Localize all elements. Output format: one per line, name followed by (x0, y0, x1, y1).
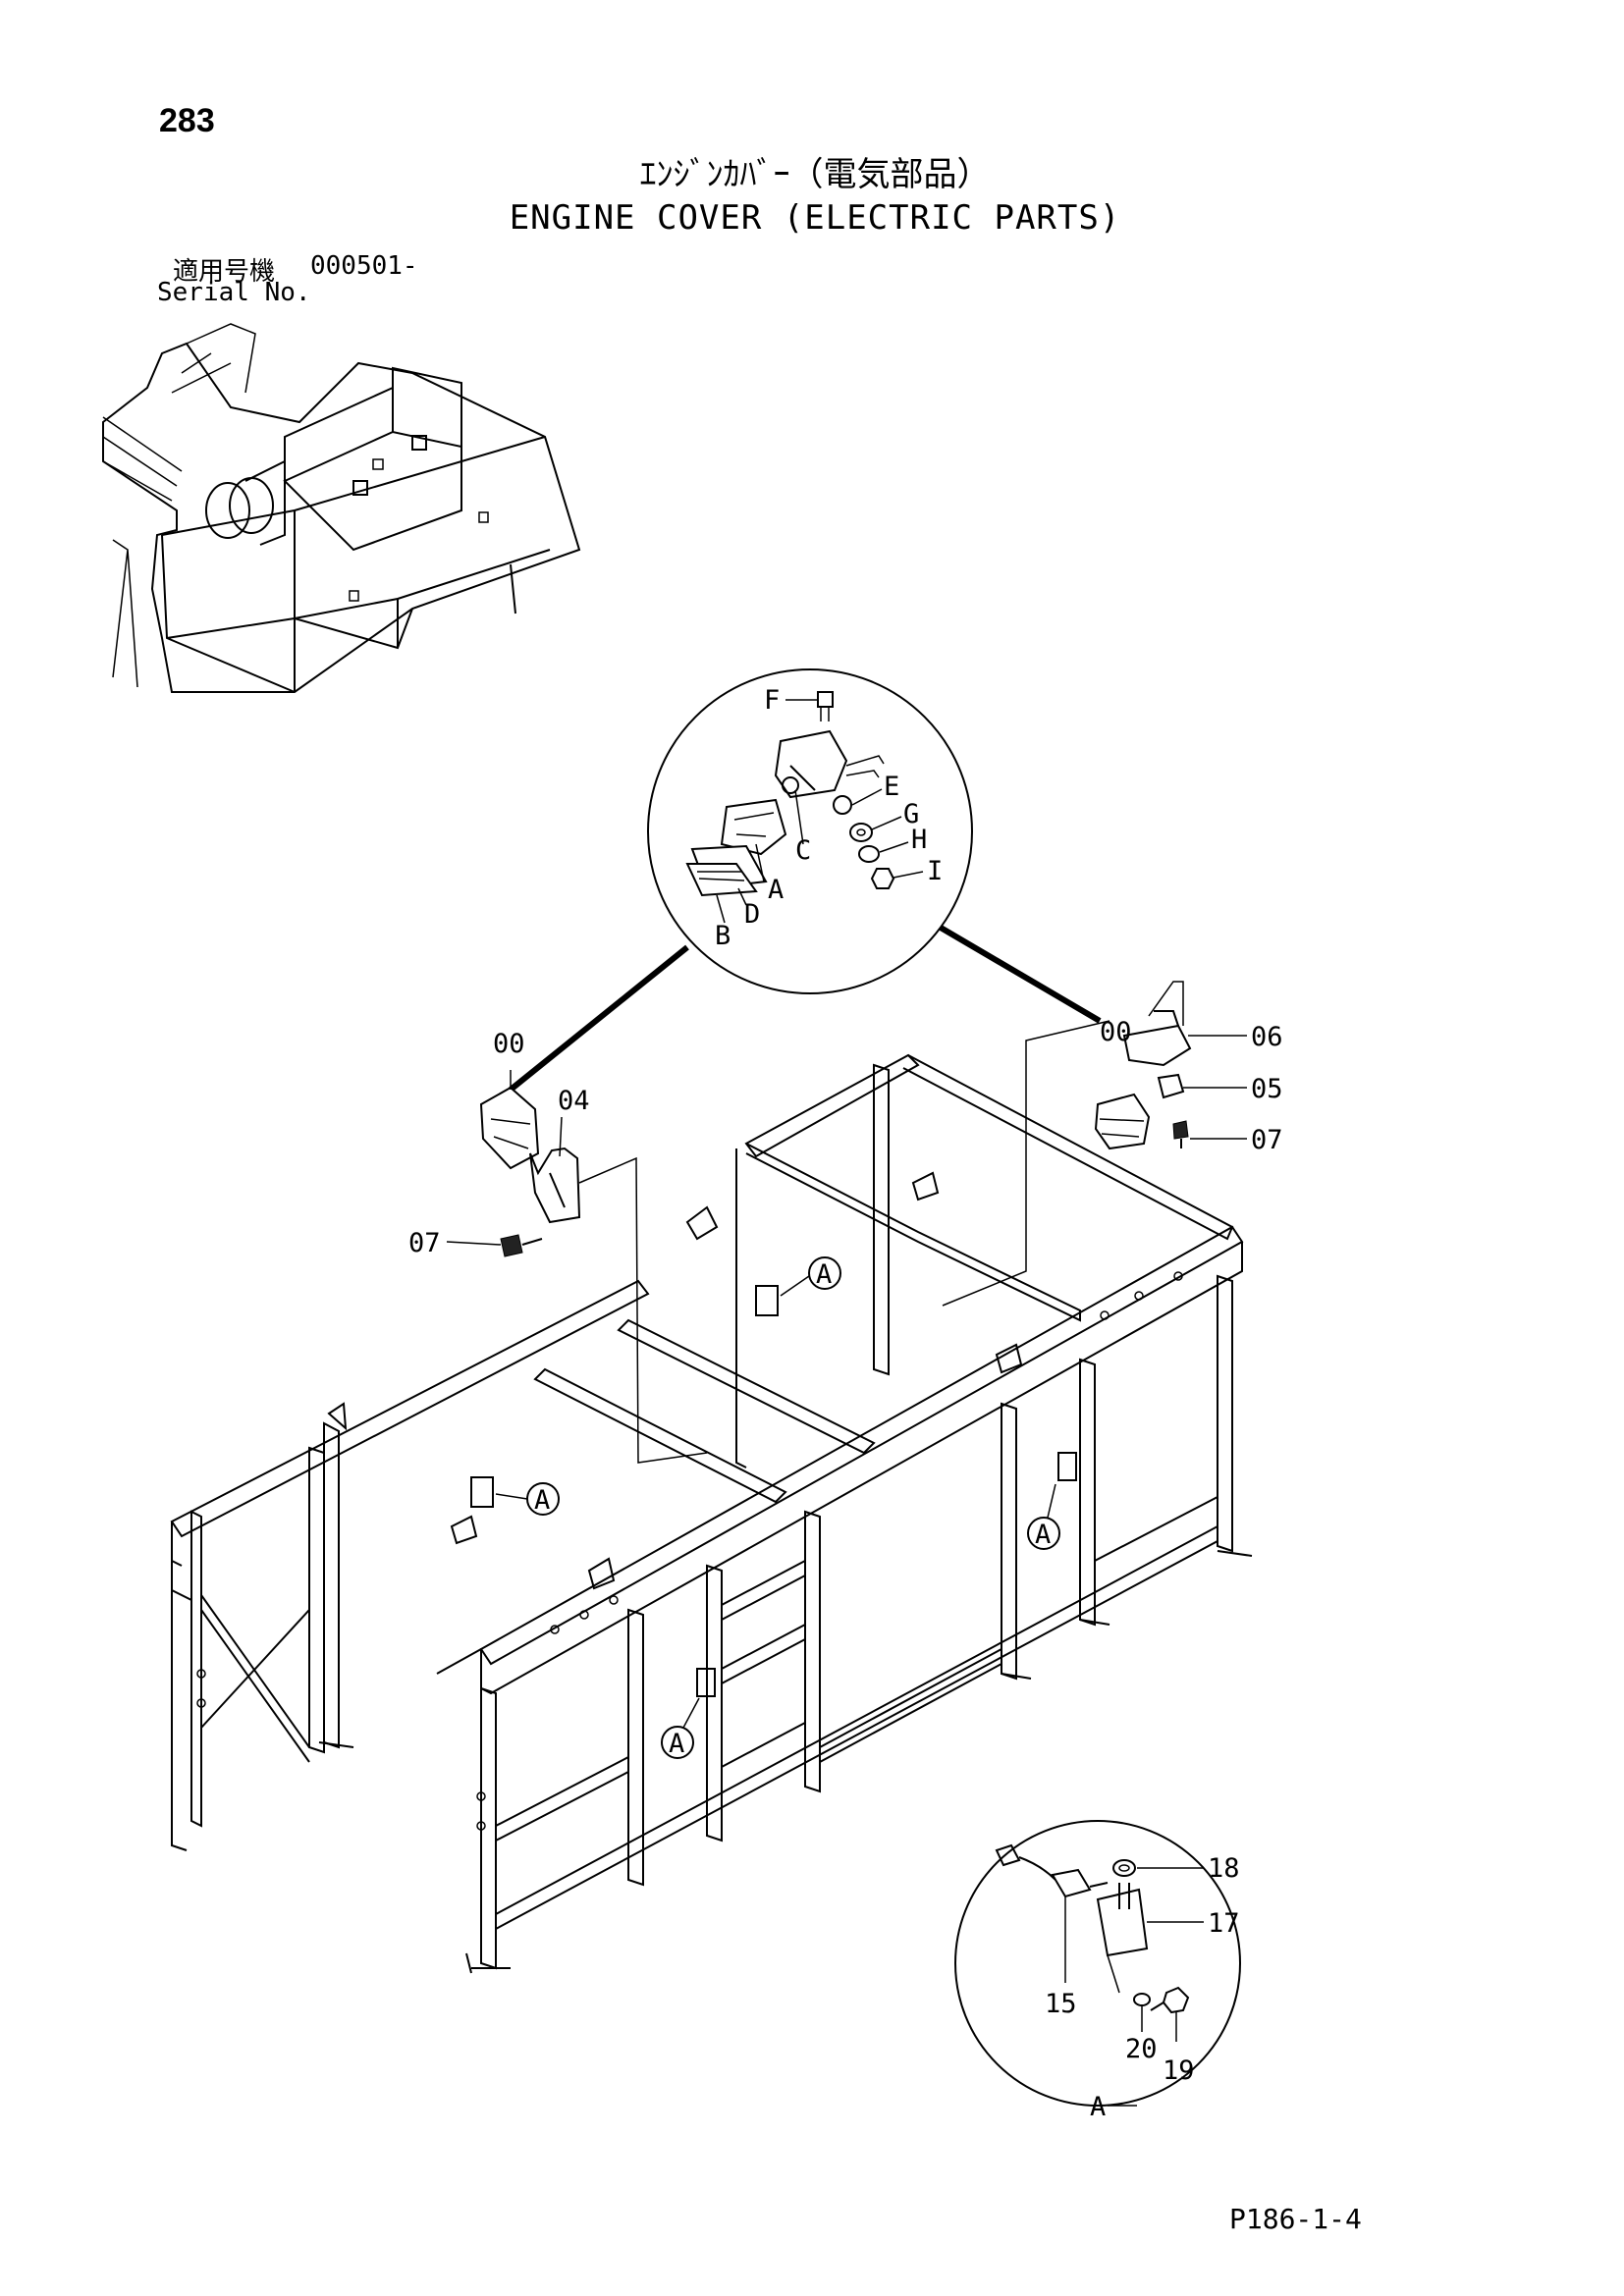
callout-20: 20 (1125, 2034, 1158, 2064)
right-lamp-assembly: 00 06 05 07 (942, 981, 1283, 1307)
callout-17: 17 (1208, 1908, 1240, 1939)
callout-C: C (795, 835, 811, 866)
serial-number-value: 000501- (310, 251, 418, 281)
callout-view-a-4: A (669, 1729, 684, 1759)
callout-detail-a: A (1090, 2092, 1106, 2122)
title-english: ENGINE COVER (ELECTRIC PARTS) (509, 198, 1121, 238)
callout-A-letter: A (768, 875, 784, 905)
page-number: 283 (159, 102, 215, 139)
callout-04: 04 (558, 1086, 590, 1116)
callout-B: B (715, 921, 731, 951)
callout-view-a-3: A (1035, 1520, 1051, 1550)
callout-view-a-2: A (534, 1485, 550, 1516)
lamp-detail-view: F E G C H A I D B (509, 668, 1102, 1093)
serial-label-japanese: 適用号機 (173, 257, 276, 287)
switch-detail-view-a: 18 17 15 20 19 A (954, 1820, 1241, 2122)
callout-F: F (764, 685, 780, 716)
callout-06: 06 (1251, 1022, 1283, 1052)
callout-07-left: 07 (408, 1228, 441, 1258)
page-reference: P186-1-4 (1229, 2203, 1362, 2235)
callout-E: E (884, 772, 899, 802)
callout-I: I (927, 856, 943, 886)
callout-05: 05 (1251, 1074, 1283, 1104)
callout-G: G (903, 799, 919, 829)
frame-structure (170, 1053, 1253, 1974)
left-lamp-assembly: 00 04 07 (408, 1029, 708, 1464)
title-japanese: ｴﾝｼﾞﾝｶﾊﾞｰ（電気部品） (639, 155, 991, 194)
callout-00-left: 00 (493, 1029, 525, 1059)
machine-overview-illustration (102, 323, 581, 693)
callout-view-a-1: A (816, 1259, 832, 1290)
serial-label-english: Serial No. (157, 278, 311, 307)
callout-00-right: 00 (1100, 1017, 1132, 1047)
callout-D: D (744, 899, 760, 930)
callout-19: 19 (1163, 2056, 1195, 2086)
callout-07-right: 07 (1251, 1125, 1283, 1155)
frame-view-a-callouts: A A A A (495, 1256, 1060, 1759)
callout-18: 18 (1208, 1853, 1240, 1884)
callout-H: H (911, 825, 927, 855)
callout-15: 15 (1045, 1989, 1077, 2019)
